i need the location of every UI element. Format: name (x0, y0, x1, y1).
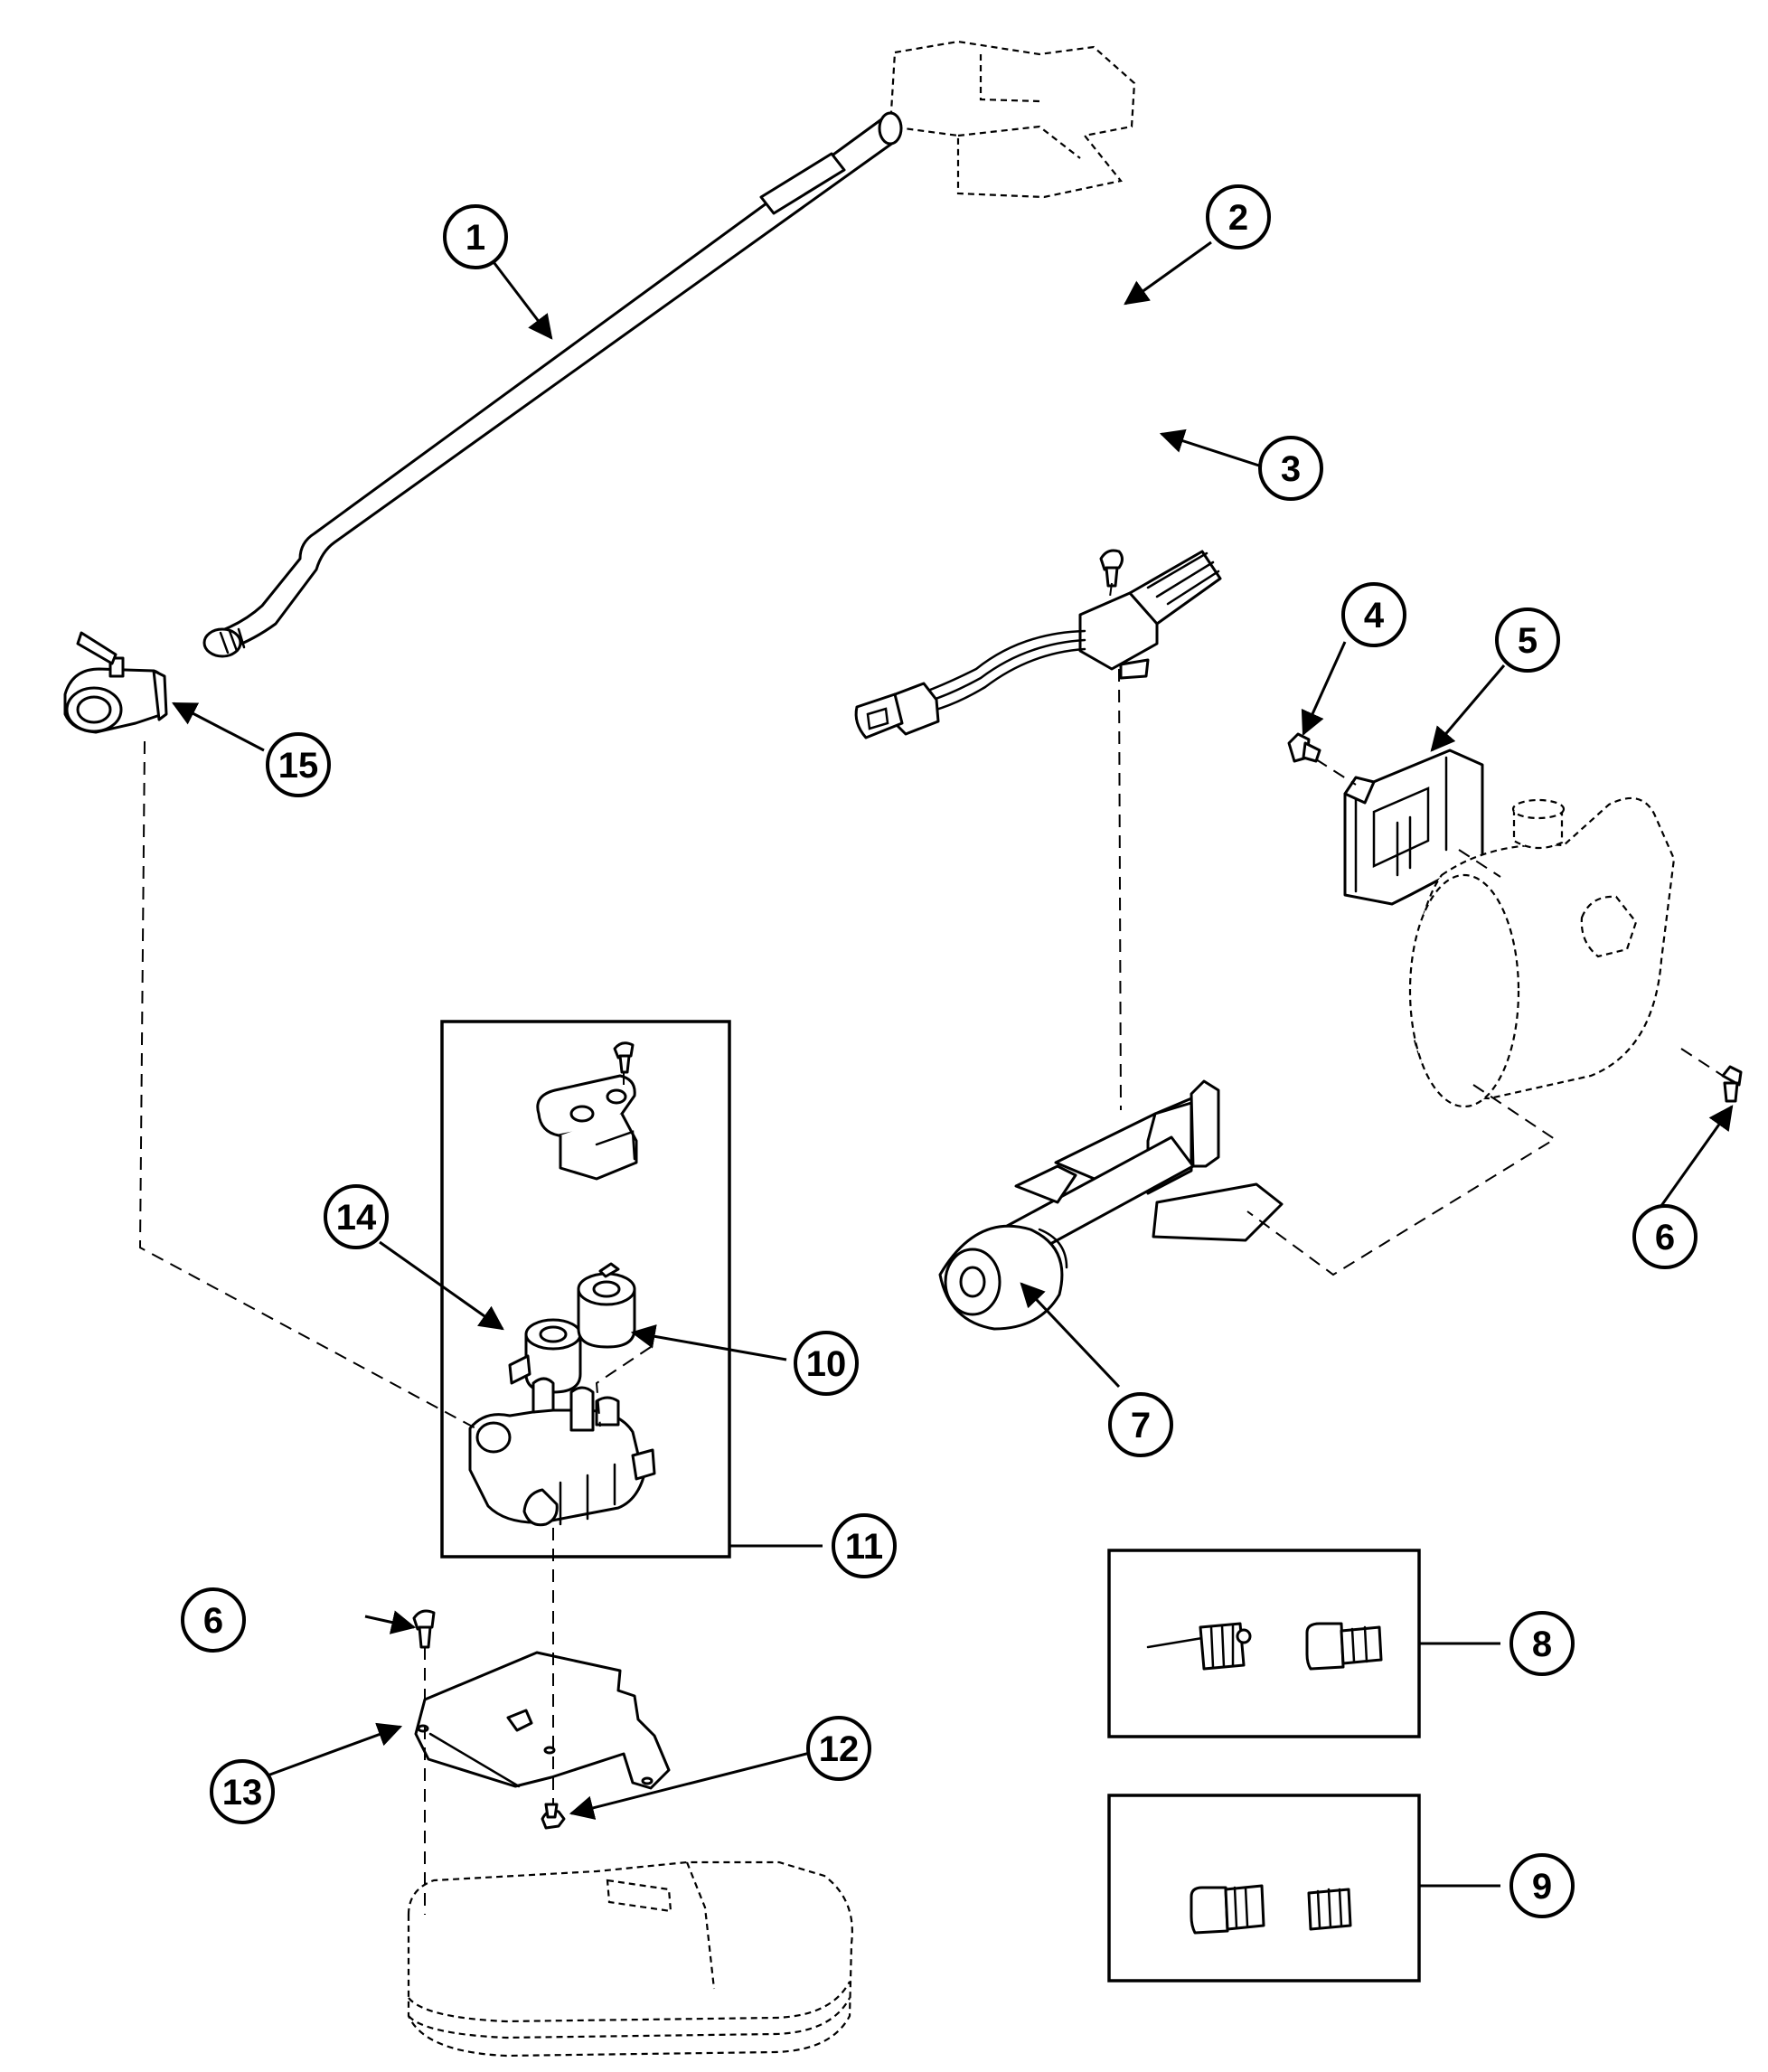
callout-14: 14 (324, 1184, 389, 1249)
callout-number: 4 (1364, 596, 1385, 636)
callout-number: 9 (1532, 1867, 1552, 1907)
gas-valve-kit-box (440, 1020, 731, 1559)
callout-number: 15 (278, 746, 319, 786)
burner (938, 1079, 1284, 1331)
housing-screw-right (1721, 1065, 1743, 1103)
callout-1: 1 (443, 204, 508, 269)
mounting-bracket (1343, 749, 1484, 906)
valve-screw (541, 1803, 566, 1830)
callout-circle (1632, 1204, 1697, 1269)
nozzle-fitting-large (1190, 1884, 1265, 1935)
callout-5: 5 (1495, 607, 1560, 673)
valve-coil-cover (536, 1074, 638, 1181)
callout-10: 10 (794, 1331, 859, 1396)
bracket-screw (1287, 732, 1321, 763)
callout-circle (443, 204, 508, 269)
alignment-lines (138, 582, 1724, 1915)
orifice-fitting-with-pin (1146, 1622, 1252, 1671)
callout-circle (1108, 1392, 1173, 1457)
callout-8: 8 (1509, 1611, 1575, 1676)
callout-circle (1258, 436, 1323, 501)
callout-7: 7 (1108, 1392, 1173, 1457)
callout-circle (181, 1587, 246, 1653)
callout-13: 13 (210, 1759, 275, 1824)
callout-12: 12 (806, 1716, 871, 1781)
nozzle-fitting-small (1307, 1888, 1352, 1931)
callout-circle (794, 1331, 859, 1396)
cover-screw (613, 1041, 635, 1074)
callout-11: 11 (832, 1513, 897, 1578)
callout-circle (266, 732, 331, 797)
callout-number: 3 (1281, 449, 1301, 489)
ignitor (854, 550, 1222, 739)
base-pan-outline (407, 1860, 853, 2058)
orifice-fitting (1305, 1622, 1383, 1671)
callout-circle (210, 1759, 275, 1824)
callout-circle (324, 1184, 389, 1249)
callout-number: 2 (1228, 198, 1248, 238)
callout-circle (1341, 582, 1406, 647)
burner-housing-outline (1408, 796, 1676, 1108)
callout-number: 5 (1518, 621, 1538, 661)
callout-6: 6 (181, 1587, 246, 1653)
callout-circle (1495, 607, 1560, 673)
callout-number: 14 (336, 1198, 377, 1238)
callout-circle (1206, 184, 1271, 250)
cabinet-bracket-outline (889, 40, 1136, 199)
callout-number: 12 (819, 1729, 860, 1769)
callout-number: 13 (222, 1773, 263, 1813)
callout-circle (1509, 1853, 1575, 1918)
callout-number: 7 (1131, 1406, 1151, 1446)
callout-number: 1 (466, 218, 485, 258)
callout-6: 6 (1632, 1204, 1697, 1269)
booster-coil (577, 1262, 636, 1349)
callout-15: 15 (266, 732, 331, 797)
callout-leader-lines (172, 240, 1734, 1888)
conversion-kit-box-9 (1107, 1794, 1421, 1983)
bracket-screw-left (412, 1609, 436, 1649)
callout-number: 8 (1532, 1625, 1552, 1664)
callout-number: 10 (806, 1344, 847, 1384)
ignitor-screw (1099, 549, 1124, 588)
callout-circle (1509, 1611, 1575, 1676)
callout-number: 6 (203, 1601, 223, 1641)
callout-number: 6 (1655, 1218, 1675, 1257)
callout-number: 11 (845, 1527, 883, 1567)
valve-mounting-bracket (414, 1651, 671, 1790)
callout-9: 9 (1509, 1853, 1575, 1918)
shutoff-valve (63, 631, 168, 734)
callout-4: 4 (1341, 582, 1406, 647)
callout-circle (832, 1513, 897, 1578)
callout-circle (806, 1716, 871, 1781)
gas-pipe (202, 111, 903, 658)
callout-2: 2 (1206, 184, 1271, 250)
gas-valve-body (468, 1377, 656, 1527)
callout-3: 3 (1258, 436, 1323, 501)
